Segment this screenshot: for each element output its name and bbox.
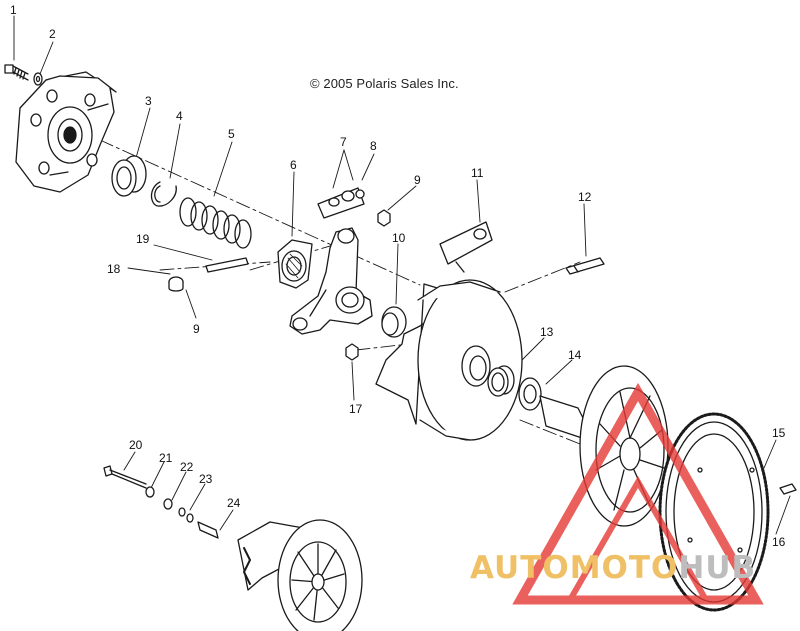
callout-10: 10: [392, 231, 406, 245]
callout-20: 20: [129, 438, 143, 452]
part-pin-19: [205, 257, 249, 273]
part-nut-9-upper: [377, 209, 391, 227]
callout-24: 24: [227, 496, 241, 510]
part-spider-arm: [289, 227, 373, 335]
callout-9: 9: [414, 173, 421, 187]
part-plate-11: [439, 221, 493, 273]
callout-8: 8: [370, 139, 377, 153]
callout-11: 11: [471, 166, 484, 180]
callout-1: 1: [10, 3, 17, 17]
part-pin-12: [565, 257, 605, 275]
callout-22: 22: [180, 460, 194, 474]
callout-12: 12: [578, 190, 592, 204]
part-bushing-13: [487, 365, 515, 397]
callout-17: 17: [349, 402, 363, 416]
part-ring-gear-15: [658, 412, 770, 612]
callout-15: 15: [772, 426, 786, 440]
part-rollers-7-8: [317, 187, 365, 219]
part-nut-17: [345, 343, 359, 361]
part-spacer-24: [197, 521, 219, 539]
part-washer-21: [145, 486, 155, 498]
watermark-part2: HUB: [678, 550, 757, 586]
part-bolt-1: [4, 64, 29, 81]
part-assembled-clutch: [237, 519, 363, 631]
part-washer-2: [33, 72, 43, 86]
watermark-part1: AUTOMOTO: [470, 550, 679, 586]
callout-14: 14: [568, 348, 582, 362]
callout-13: 13: [540, 325, 554, 339]
part-snapring-4: [150, 181, 177, 207]
part-bushing-3: [111, 155, 147, 197]
part-washer-22: [163, 498, 173, 510]
callout-6: 6: [290, 158, 297, 172]
part-cover: [15, 71, 117, 193]
part-bolt-20: [103, 465, 147, 489]
callout-4: 4: [176, 109, 183, 123]
callout-18: 18: [107, 262, 121, 276]
leader-lines: [13, 15, 791, 535]
part-washer-10: [381, 306, 407, 338]
callout-9-lower: 9: [193, 322, 200, 336]
part-spring-5: [179, 197, 252, 249]
callout-23: 23: [199, 472, 213, 486]
part-washer-23: [178, 507, 194, 523]
part-bolt-18: [168, 276, 184, 292]
part-moveable-sheave: [375, 279, 523, 441]
callout-16: 16: [772, 535, 786, 549]
callout-5: 5: [228, 127, 235, 141]
callout-21: 21: [159, 451, 173, 465]
callout-19: 19: [136, 232, 150, 246]
callout-2: 2: [49, 27, 56, 41]
part-washer-14: [518, 377, 542, 411]
part-bolt-16: [779, 483, 797, 495]
part-hub-6: [277, 239, 313, 289]
callout-3: 3: [145, 94, 152, 108]
watermark-text: AUTOMOTOHUB: [470, 550, 756, 586]
copyright-notice: © 2005 Polaris Sales Inc.: [310, 76, 459, 91]
watermark-logo: [512, 382, 764, 605]
callout-7: 7: [340, 135, 347, 149]
